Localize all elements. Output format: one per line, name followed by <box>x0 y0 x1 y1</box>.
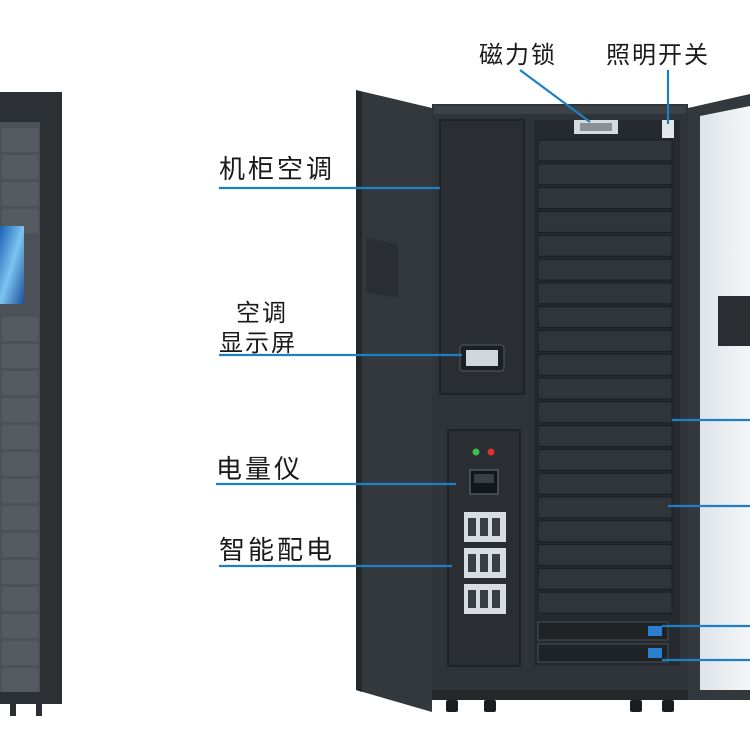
rack-slot <box>537 234 673 257</box>
left-cabinet-slot <box>2 182 38 206</box>
left-cabinet-slot <box>2 155 38 179</box>
left-cabinet-slot <box>2 587 38 611</box>
leader-line <box>519 69 591 123</box>
rack-slot <box>537 425 673 448</box>
left-cabinet-slot <box>2 641 38 665</box>
rack-slot <box>537 329 673 352</box>
rack-slot <box>537 591 673 614</box>
left-cabinet-slot <box>2 371 38 395</box>
left-cabinet-slot <box>2 128 38 152</box>
right-door-handle <box>718 296 750 346</box>
breaker-switch <box>480 518 488 536</box>
breaker-switch <box>468 590 476 608</box>
left-cabinet-slot <box>2 425 38 449</box>
left-cabinet-slot <box>2 344 38 368</box>
left-cabinet-slot <box>2 533 38 557</box>
ups-unit-1 <box>537 621 669 641</box>
label-ac-display-line1: 空调 <box>236 299 288 327</box>
green-indicator <box>472 448 480 456</box>
breaker-switch <box>492 590 500 608</box>
right-door <box>688 94 750 700</box>
left-cabinet-slot <box>2 668 38 692</box>
rack-slot <box>537 520 673 543</box>
rack-slot <box>537 448 673 471</box>
rack-slot <box>537 306 673 329</box>
label-smart-pdu: 智能配电 <box>219 536 336 566</box>
rack-slot <box>537 282 673 305</box>
rack-slot <box>537 187 673 210</box>
rack-slot <box>537 496 673 519</box>
left-cabinet-slot <box>2 479 38 503</box>
left-cabinet-slot <box>2 614 38 638</box>
left-cabinet-slot <box>2 452 38 476</box>
rack-slot <box>537 567 673 590</box>
rack-slot <box>537 210 673 233</box>
rack-slot <box>537 472 673 495</box>
red-indicator <box>487 448 495 456</box>
door-handle <box>366 238 398 298</box>
breaker-switch <box>468 518 476 536</box>
label-power-meter: 电量仪 <box>216 455 304 485</box>
rack-slot <box>537 258 673 281</box>
label-cabinet-ac: 机柜空调 <box>219 155 336 185</box>
main-cabinet <box>432 104 688 712</box>
rack-slot <box>537 377 673 400</box>
breaker-switch <box>492 518 500 536</box>
breaker-switch <box>492 554 500 572</box>
left-cabinet-slot <box>2 317 38 341</box>
breaker-switch <box>480 590 488 608</box>
rack-slot <box>537 353 673 376</box>
rack-slot <box>537 139 673 162</box>
left-cabinet-slot <box>2 506 38 530</box>
label-magnetic-lock: 磁力锁 <box>479 41 557 69</box>
lighting-switch <box>662 120 674 138</box>
ups-unit-2 <box>537 643 669 663</box>
left-display-screen <box>0 226 24 304</box>
left-cabinet <box>0 92 62 716</box>
rack-slot <box>537 163 673 186</box>
breaker-switch <box>468 554 476 572</box>
label-lighting-switch: 照明开关 <box>606 41 710 69</box>
left-cabinet-slot <box>2 398 38 422</box>
left-door <box>356 90 432 712</box>
rack-slot <box>537 401 673 424</box>
left-cabinet-slot <box>2 560 38 584</box>
label-ac-display-line2: 显示屏 <box>219 329 297 357</box>
breaker-switch <box>480 554 488 572</box>
leader-lines <box>216 69 750 662</box>
rack-slot <box>537 544 673 567</box>
